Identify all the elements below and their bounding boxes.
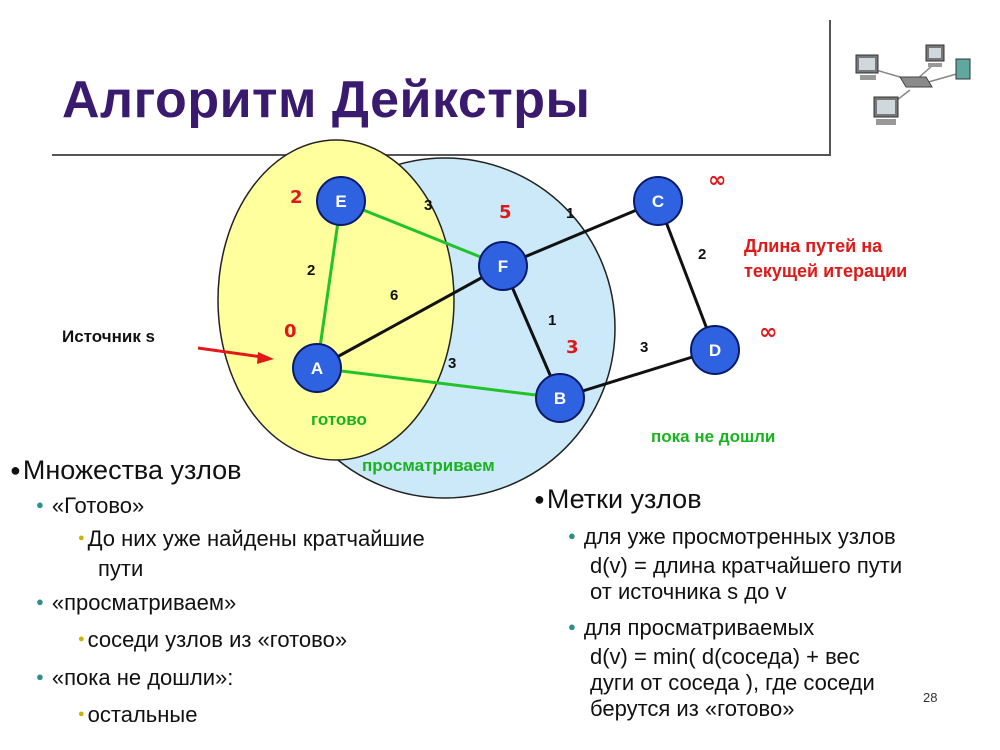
- edge-weight-e-a: 2: [307, 262, 315, 279]
- left-item-view: «просматриваем»: [36, 590, 425, 619]
- right-heading: Метки узлов: [534, 483, 902, 518]
- left-item-done-desc-cont: пути: [98, 556, 144, 581]
- edge-weight-f-c: 1: [566, 205, 574, 222]
- node-distance-a: 0: [284, 321, 297, 342]
- edge-weight-c-d: 2: [698, 246, 706, 263]
- right-item-viewing: для просматриваемых: [568, 615, 902, 644]
- source-arrowhead: [257, 352, 274, 364]
- edge-b-d: [559, 348, 716, 400]
- edge-weight-f-b: 1: [548, 312, 556, 329]
- page-number: 28: [923, 690, 938, 705]
- node-b: [535, 373, 585, 423]
- right-item-visited: для уже просмотренных узлов: [568, 524, 902, 553]
- edge-weight-a-b: 3: [448, 355, 456, 372]
- node-label-e: E: [335, 192, 346, 211]
- edge-weight-a-f: 6: [390, 287, 398, 304]
- node-distance-b: 3: [566, 337, 579, 358]
- source-arrow: [197, 346, 263, 359]
- title-divider-vertical: [829, 20, 831, 156]
- left-item-rest: «пока не дошли»:: [36, 665, 425, 694]
- set-done-label: готово: [311, 410, 367, 429]
- source-label: Источник s: [62, 327, 156, 346]
- edge-f-c: [502, 199, 659, 268]
- node-label-c: C: [652, 192, 664, 211]
- node-distance-f: 5: [499, 202, 512, 223]
- edge-a-f: [316, 264, 504, 370]
- left-heading: Множества узлов: [10, 454, 425, 489]
- node-distance-e: 2: [290, 187, 303, 208]
- edge-weight-e-f: 3: [424, 197, 432, 214]
- right-list: Метки узлов для уже просмотренных узлов …: [534, 483, 902, 722]
- node-label-d: D: [709, 341, 721, 360]
- left-item-done: «Готово»: [36, 493, 425, 522]
- node-a: [292, 343, 342, 393]
- node-c: [633, 176, 683, 226]
- edge-e-a: [315, 200, 343, 369]
- edge-e-f: [340, 199, 504, 268]
- edge-c-d: [656, 200, 717, 351]
- node-label-b: B: [554, 389, 566, 408]
- node-d: [690, 325, 740, 375]
- node-label-a: A: [311, 359, 323, 378]
- left-item-view-desc: соседи узлов из «готово»: [78, 627, 425, 657]
- set-rest-label: пока не дошли: [651, 427, 776, 446]
- left-item-done-desc: До них уже найдены кратчайшие: [78, 526, 425, 556]
- network-icon: [855, 44, 971, 125]
- legend-label: Длина путей на текущей итерации: [744, 236, 908, 281]
- node-e: [316, 176, 366, 226]
- node-f: [478, 241, 528, 291]
- page-title: Алгоритм Дейкстры: [62, 71, 591, 129]
- node-label-f: F: [498, 257, 508, 276]
- edge-a-b: [316, 366, 561, 400]
- title-divider: [52, 154, 830, 156]
- edge-weight-b-d: 3: [640, 339, 648, 356]
- node-distance-c: ∞: [708, 168, 726, 193]
- node-distance-d: ∞: [759, 320, 777, 345]
- left-list: Множества узлов «Готово» До них уже найд…: [10, 454, 425, 732]
- left-item-rest-desc: остальные: [78, 702, 425, 732]
